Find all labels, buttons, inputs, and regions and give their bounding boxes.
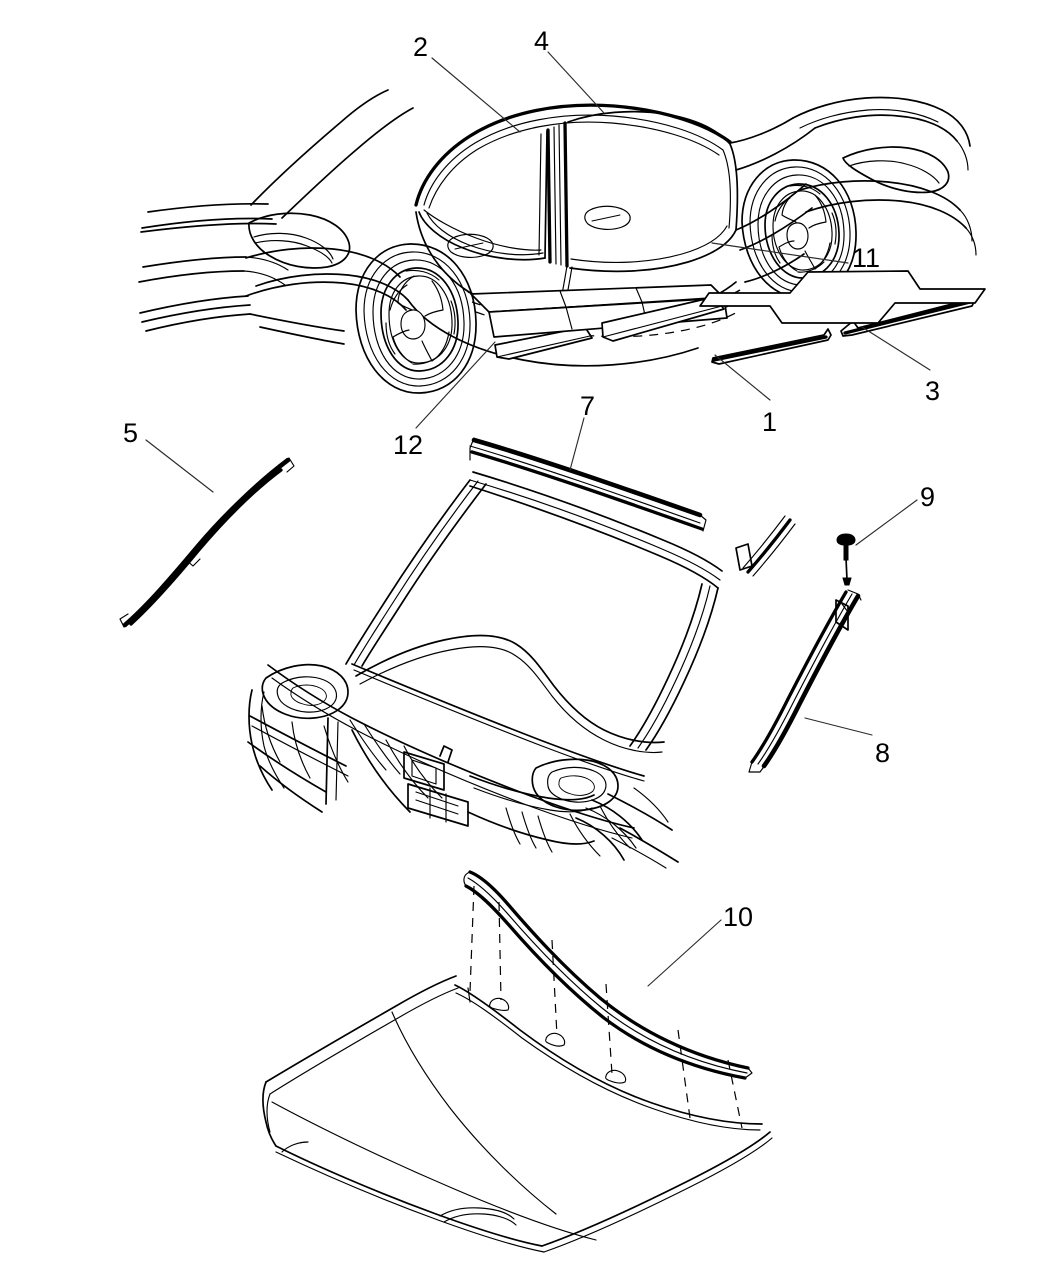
leader-5 bbox=[145, 439, 214, 493]
callout-label-7: 7 bbox=[580, 391, 596, 421]
part-8-a-pillar-molding bbox=[748, 589, 862, 773]
a-pillar-molding-upper bbox=[735, 515, 796, 577]
callout-label-8: 8 bbox=[875, 738, 891, 768]
leader-9 bbox=[855, 499, 918, 546]
leader-12 bbox=[415, 341, 496, 429]
part-5-quarter-window-molding bbox=[119, 457, 295, 628]
exploded-rocker-moldings bbox=[470, 270, 986, 365]
leader-2 bbox=[431, 57, 521, 133]
leader-4 bbox=[547, 51, 605, 114]
callout-label-10: 10 bbox=[723, 902, 754, 932]
leader-1 bbox=[714, 354, 771, 401]
callout-label-11: 11 bbox=[852, 243, 881, 273]
part-10-rear-spoiler bbox=[454, 870, 763, 1131]
front-wheel bbox=[741, 159, 857, 299]
view-decklid-spoiler bbox=[262, 870, 773, 1253]
leader-10 bbox=[647, 919, 722, 987]
hood-surface bbox=[355, 634, 665, 754]
view-windshield-cowl bbox=[119, 437, 862, 869]
windshield-opening bbox=[345, 471, 723, 782]
callout-label-3: 3 bbox=[925, 376, 941, 406]
view-vehicle-side bbox=[138, 89, 986, 394]
leader-8 bbox=[804, 717, 873, 736]
rear-wheel bbox=[355, 243, 477, 394]
part-1-front-door-molding bbox=[711, 328, 832, 365]
callout-label-2: 2 bbox=[413, 32, 429, 62]
callout-label-4: 4 bbox=[534, 26, 550, 56]
leader-11 bbox=[711, 242, 849, 264]
vehicle-rear-end bbox=[138, 89, 414, 345]
leader-7 bbox=[569, 417, 585, 471]
vehicle-greenhouse bbox=[414, 103, 816, 273]
callout-label-5: 5 bbox=[123, 418, 139, 448]
callout-label-1: 1 bbox=[762, 407, 778, 437]
callout-leaders bbox=[145, 51, 931, 987]
cowl-engine-compartment bbox=[247, 663, 679, 869]
rear-deck-lid bbox=[262, 975, 773, 1253]
callout-label-9: 9 bbox=[920, 482, 936, 512]
part-7-windshield-upper-molding bbox=[469, 437, 707, 532]
part-11-front-fender-molding bbox=[699, 270, 986, 324]
part-9-retainer-clip bbox=[836, 533, 856, 586]
leader-3 bbox=[861, 326, 931, 371]
spoiler-mounting-centerlines bbox=[469, 885, 743, 1129]
callout-label-12: 12 bbox=[393, 430, 424, 460]
